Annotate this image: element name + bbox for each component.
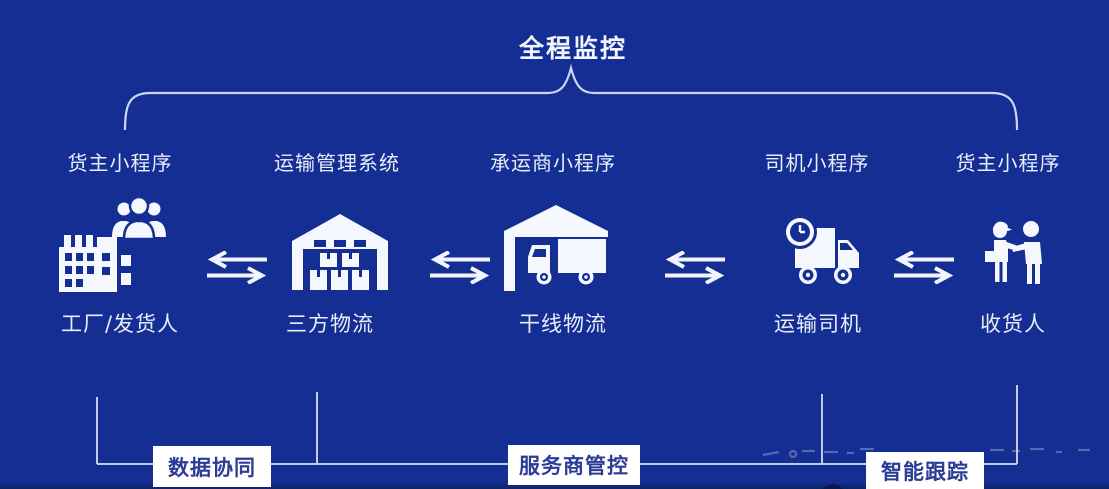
double-arrow-icon [665, 251, 725, 284]
double-arrow-icon [207, 251, 267, 284]
warehouse-truck-icon [504, 203, 612, 291]
top-label-shipper-app-2: 货主小程序 [955, 151, 1061, 175]
top-label-shipper-app-1: 货主小程序 [67, 151, 173, 175]
bottom-label-driver: 运输司机 [774, 312, 862, 336]
top-brace [123, 63, 1019, 131]
warehouse-icon [292, 212, 388, 292]
watermark-logo [823, 484, 843, 489]
double-arrow-icon [430, 251, 490, 284]
factory-people-icon [55, 195, 175, 295]
tag-label: 服务商管控 [519, 454, 629, 478]
bottom-label-3pl: 三方物流 [286, 312, 374, 336]
handshake-icon [984, 218, 1050, 284]
bottom-label-trunk: 干线物流 [519, 312, 607, 336]
diagram-title: 全程监控 [518, 34, 628, 63]
watermark [762, 447, 1090, 459]
tag-label: 智能跟踪 [881, 459, 969, 484]
tag-smart-tracking: 智能跟踪 [866, 452, 984, 489]
bottom-label-factory: 工厂/发货人 [60, 312, 180, 336]
bottom-label-consignee: 收货人 [980, 312, 1046, 336]
double-arrow-icon [894, 251, 954, 284]
tag-label: 数据协同 [168, 455, 256, 480]
top-label-carrier-app: 承运商小程序 [490, 151, 616, 175]
bottom-connector [96, 385, 1018, 465]
tag-data-collaboration: 数据协同 [153, 446, 271, 487]
tag-service-provider-control: 服务商管控 [508, 445, 640, 485]
truck-clock-icon [782, 216, 862, 286]
top-label-tms: 运输管理系统 [274, 151, 400, 175]
top-label-driver-app: 司机小程序 [764, 151, 870, 175]
